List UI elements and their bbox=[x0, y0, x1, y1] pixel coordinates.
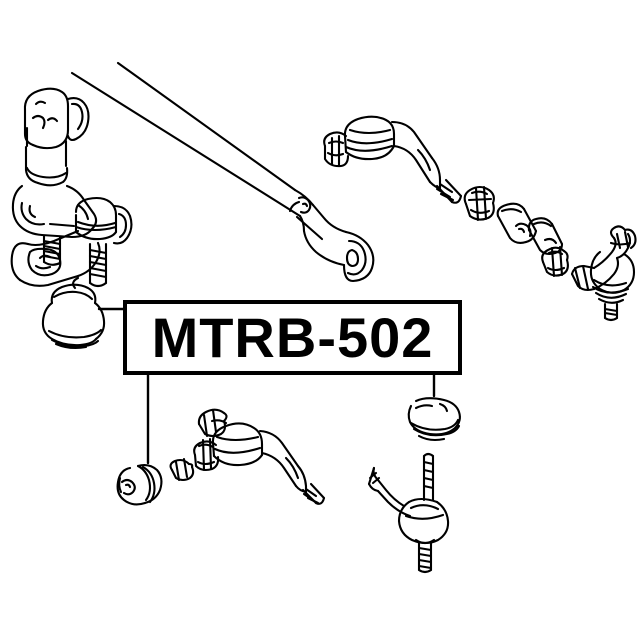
part-boot-lower-right bbox=[407, 397, 461, 442]
part-drag-link bbox=[70, 61, 375, 283]
part-bushing-boot-upper-left bbox=[41, 276, 106, 350]
part-idler-arm-bracket bbox=[11, 87, 98, 266]
leader-lines bbox=[97, 307, 436, 465]
part-tie-rod-end-lower bbox=[169, 408, 326, 505]
part-number-box: MTRB-502 bbox=[123, 300, 462, 375]
part-number-label: MTRB-502 bbox=[151, 305, 434, 369]
part-tie-rod-end-right bbox=[323, 115, 463, 204]
part-pitman-arm bbox=[10, 196, 133, 288]
part-adjuster-nut-2 bbox=[541, 245, 569, 278]
part-adjuster-nut-1 bbox=[463, 185, 495, 222]
part-boot-lower-left bbox=[116, 464, 163, 506]
part-adjuster-sleeve bbox=[496, 202, 564, 256]
part-ball-stud-lower-right bbox=[367, 452, 450, 574]
part-ball-joint-right bbox=[570, 225, 637, 322]
